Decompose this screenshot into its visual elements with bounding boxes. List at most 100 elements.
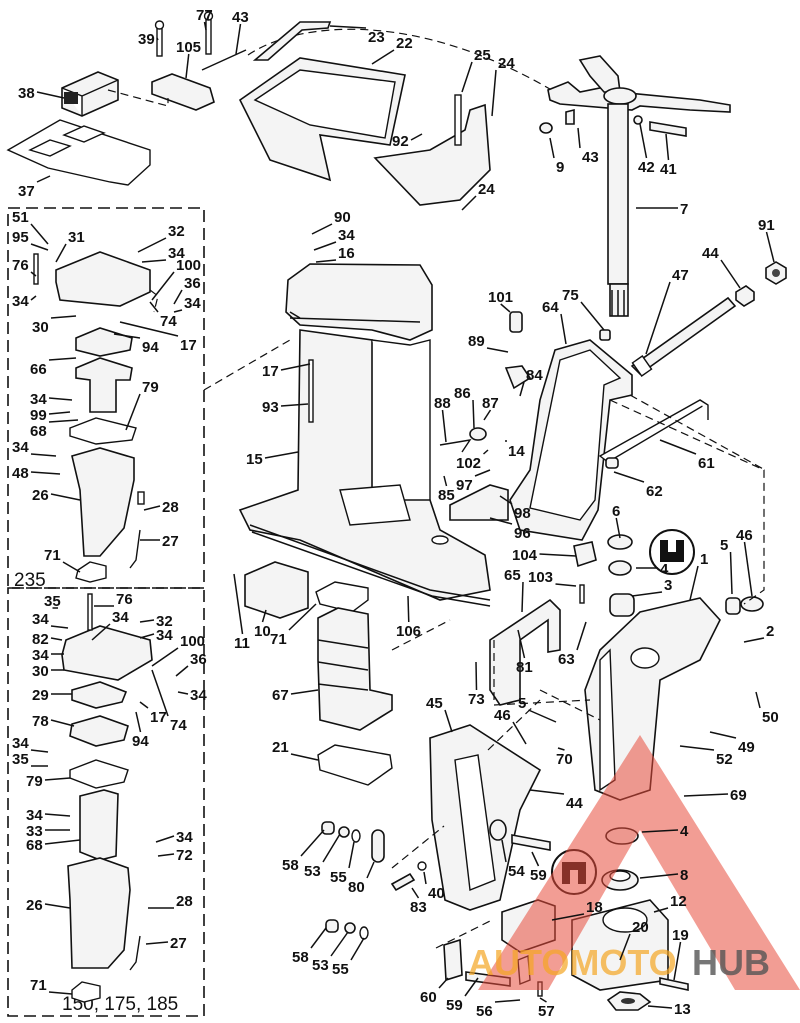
callout-label: 34 bbox=[32, 611, 49, 628]
callout-label: 58 bbox=[292, 949, 309, 966]
callout-label: 54 bbox=[508, 863, 525, 880]
leader-line bbox=[62, 561, 81, 573]
callout-29: 29 bbox=[32, 687, 72, 704]
leader-line bbox=[500, 303, 511, 313]
leader-line bbox=[173, 289, 183, 305]
callout-51: 51 bbox=[12, 209, 49, 245]
part-nuts-44-91 bbox=[735, 261, 787, 307]
callout-32: 32 bbox=[139, 613, 173, 630]
callout-61: 61 bbox=[659, 439, 715, 472]
leader-line bbox=[50, 637, 63, 641]
callout-label: 94 bbox=[132, 733, 149, 750]
leader-line bbox=[151, 271, 175, 301]
callout-76: 76 bbox=[94, 591, 133, 608]
callout-label: 29 bbox=[32, 687, 49, 704]
leader-line bbox=[125, 393, 141, 431]
callout-label: 66 bbox=[30, 361, 47, 378]
callout-40: 40 bbox=[423, 871, 445, 902]
leader-line bbox=[151, 669, 169, 717]
leader-line bbox=[48, 411, 71, 415]
leader-line bbox=[551, 913, 585, 921]
leader-line bbox=[577, 127, 581, 149]
callout-label: 16 bbox=[338, 245, 355, 262]
callout-label: 100 bbox=[176, 257, 201, 274]
callout-62: 62 bbox=[613, 471, 663, 500]
leader-line bbox=[576, 621, 587, 651]
callout-28: 28 bbox=[143, 499, 179, 516]
callout-label: 36 bbox=[184, 275, 201, 292]
leader-line bbox=[261, 609, 267, 623]
leader-line bbox=[647, 1005, 673, 1009]
callout-69: 69 bbox=[683, 787, 747, 804]
callout-74: 74 bbox=[151, 669, 187, 734]
callout-label: 23 bbox=[368, 29, 385, 46]
callout-44: 44 bbox=[702, 245, 741, 289]
callout-23: 23 bbox=[329, 25, 385, 46]
callout-label: 36 bbox=[190, 651, 207, 668]
leader-line bbox=[185, 53, 190, 79]
leader-line bbox=[560, 313, 567, 345]
leader-line bbox=[683, 793, 729, 797]
leader-line bbox=[36, 175, 51, 183]
callout-label: 43 bbox=[232, 9, 249, 26]
callout-label: 34 bbox=[184, 295, 201, 312]
leader-line bbox=[55, 243, 67, 263]
callout-102: 102 bbox=[456, 449, 489, 472]
callout-83: 83 bbox=[410, 887, 427, 916]
callout-label: 73 bbox=[468, 691, 485, 708]
leader-line bbox=[280, 403, 309, 407]
leader-line bbox=[743, 637, 765, 643]
leader-line bbox=[720, 259, 741, 289]
callout-82: 82 bbox=[32, 631, 63, 648]
callout-label: 27 bbox=[162, 533, 179, 550]
callout-17: 17 bbox=[139, 701, 167, 726]
leader-line bbox=[410, 133, 423, 141]
leader-line bbox=[555, 583, 577, 587]
leader-line bbox=[50, 719, 75, 727]
callout-45: 45 bbox=[426, 695, 453, 733]
callout-92: 92 bbox=[392, 133, 423, 150]
leader-line bbox=[203, 21, 207, 31]
callout-17: 17 bbox=[119, 321, 197, 354]
callout-label: 64 bbox=[542, 299, 559, 316]
callout-label: 28 bbox=[162, 499, 179, 516]
callout-label: 79 bbox=[142, 379, 159, 396]
callout-5: 5 bbox=[518, 695, 557, 723]
leader-line bbox=[489, 517, 513, 525]
leader-line bbox=[366, 861, 375, 879]
leader-line bbox=[679, 745, 715, 751]
leader-line bbox=[531, 851, 540, 867]
callout-label: 68 bbox=[30, 423, 47, 440]
leader-line bbox=[137, 237, 167, 253]
callout-10: 10 bbox=[254, 609, 271, 640]
leader-line bbox=[645, 281, 671, 355]
callout-98: 98 bbox=[499, 495, 531, 522]
leader-line bbox=[91, 623, 111, 641]
callout-label: 32 bbox=[156, 613, 173, 630]
callout-3: 3 bbox=[631, 577, 672, 597]
callout-label: 65 bbox=[504, 567, 521, 584]
callout-label: 80 bbox=[348, 879, 365, 896]
callout-37: 37 bbox=[18, 175, 51, 200]
callout-24: 24 bbox=[461, 181, 495, 211]
leader-line bbox=[235, 23, 242, 55]
part-bracket-105 bbox=[151, 73, 215, 111]
leader-line bbox=[491, 69, 497, 117]
leader-line bbox=[423, 871, 427, 885]
callout-label: 17 bbox=[180, 337, 197, 354]
callout-86: 86 bbox=[454, 385, 475, 429]
leader-line bbox=[113, 333, 141, 339]
leader-line bbox=[50, 315, 77, 319]
callout-label: 4 bbox=[660, 561, 669, 578]
leader-line bbox=[461, 61, 473, 93]
callout-19: 19 bbox=[672, 927, 689, 981]
callout-79: 79 bbox=[26, 773, 71, 790]
part-stern-bracket-1 bbox=[584, 597, 721, 801]
leader-line bbox=[653, 907, 669, 913]
part-tilt-tube-47 bbox=[630, 296, 737, 377]
leader-line bbox=[50, 625, 69, 629]
callout-66: 66 bbox=[30, 357, 77, 378]
leader-line bbox=[322, 833, 341, 863]
callout-label: 86 bbox=[454, 385, 471, 402]
